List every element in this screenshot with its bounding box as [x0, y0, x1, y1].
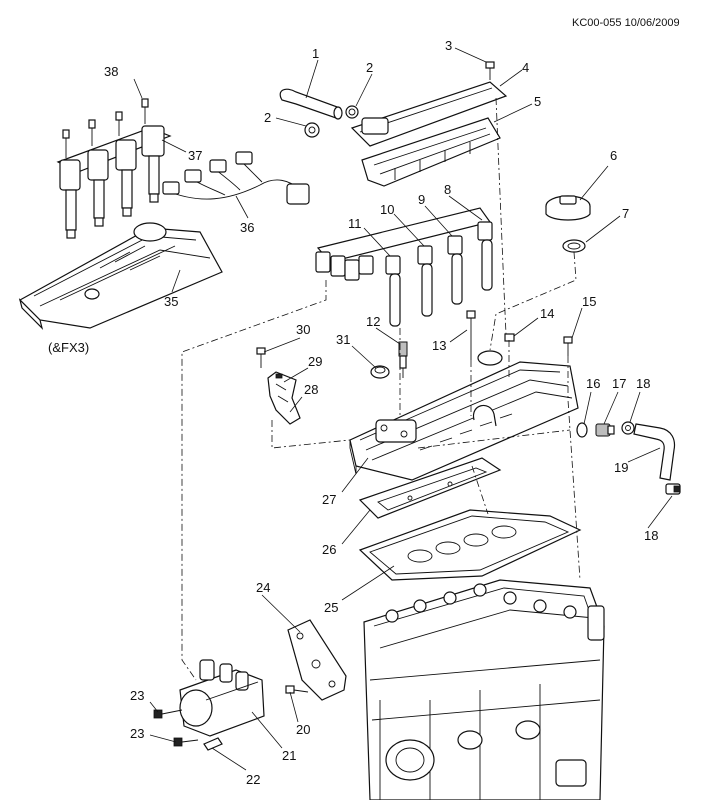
coil-pack-assembly — [315, 207, 493, 327]
filler-cap-seal — [562, 239, 586, 253]
bracket-mount-bolt — [285, 685, 309, 694]
callout-27: 27 — [322, 492, 336, 507]
ignition-coil-assembly — [56, 98, 172, 239]
callout-14: 14 — [540, 306, 554, 321]
pcv-hose — [633, 423, 676, 481]
callout-23: 23 — [130, 688, 144, 703]
callout-7: 7 — [622, 206, 629, 221]
callout-3: 3 — [445, 38, 452, 53]
callout-9: 9 — [418, 192, 425, 207]
cylinder-head — [363, 579, 605, 800]
callout-5: 5 — [534, 94, 541, 109]
callout-19: 19 — [614, 460, 628, 475]
callout-11: 11 — [348, 216, 362, 231]
callout-12: 12 — [366, 314, 380, 329]
pcv-clamp-upper — [621, 421, 635, 435]
solenoid-bracket — [287, 619, 347, 701]
oil-control-solenoid — [179, 659, 265, 737]
solenoid-bolt-upper — [153, 709, 183, 719]
callout-36: 36 — [240, 220, 254, 235]
callout-2: 2 — [264, 110, 271, 125]
callout-23: 23 — [130, 726, 144, 741]
intake-top-cover — [350, 81, 508, 147]
callout-15: 15 — [582, 294, 596, 309]
callout-13: 13 — [432, 338, 446, 353]
retaining-clip — [203, 737, 223, 751]
nut — [504, 333, 515, 342]
wiring-bracket — [267, 371, 301, 425]
callout-18: 18 — [644, 528, 658, 543]
cover-gasket-inner — [358, 457, 502, 519]
leader-lines — [133, 47, 673, 771]
bracket-bolt — [256, 347, 266, 368]
callout-1: 1 — [312, 46, 319, 61]
callout-28: 28 — [304, 382, 318, 397]
camshaft-cover — [349, 350, 579, 481]
camshaft-cover-fx3 — [18, 222, 223, 330]
breather-hose — [279, 88, 343, 120]
cover-mounting-bolt — [563, 336, 573, 356]
callout-4: 4 — [522, 60, 529, 75]
callout-30: 30 — [296, 322, 310, 337]
callout-6: 6 — [610, 148, 617, 163]
cover-gasket-outer — [358, 509, 582, 581]
callout-29: 29 — [308, 354, 322, 369]
callout-8: 8 — [444, 182, 451, 197]
callout-20: 20 — [296, 722, 310, 737]
cover-gasket — [361, 117, 501, 187]
callout-38: 38 — [104, 64, 118, 79]
callout-37: 37 — [188, 148, 202, 163]
variant-note: (&FX3) — [48, 340, 89, 355]
spark-plug-tube-seal — [370, 365, 390, 379]
hose-clamp-lower — [304, 122, 320, 138]
callout-2: 2 — [366, 60, 373, 75]
callout-31: 31 — [336, 332, 350, 347]
callout-labels: 1 2 2 3 4 5 6 7 8 9 10 11 12 13 14 15 16… — [104, 38, 658, 787]
pcv-valve — [595, 423, 615, 437]
o-ring — [576, 422, 588, 438]
callout-24: 24 — [256, 580, 270, 595]
coil-wiring-harness — [162, 151, 310, 205]
reference-lines — [181, 97, 581, 681]
callout-16: 16 — [586, 376, 600, 391]
callout-21: 21 — [282, 748, 296, 763]
callout-22: 22 — [246, 772, 260, 787]
callout-18: 18 — [636, 376, 650, 391]
solenoid-bolt-lower — [173, 737, 199, 747]
oil-filler-cap — [545, 195, 591, 221]
callout-35: 35 — [164, 294, 178, 309]
stud-bolt — [466, 310, 476, 360]
cover-bolt — [485, 61, 495, 80]
doc-reference: KC00-055 10/06/2009 — [572, 17, 680, 29]
pcv-clamp-lower — [665, 483, 681, 495]
hose-clamp-upper — [345, 105, 359, 119]
callout-25: 25 — [324, 600, 338, 615]
callout-17: 17 — [612, 376, 626, 391]
callout-10: 10 — [380, 202, 394, 217]
callout-26: 26 — [322, 542, 336, 557]
